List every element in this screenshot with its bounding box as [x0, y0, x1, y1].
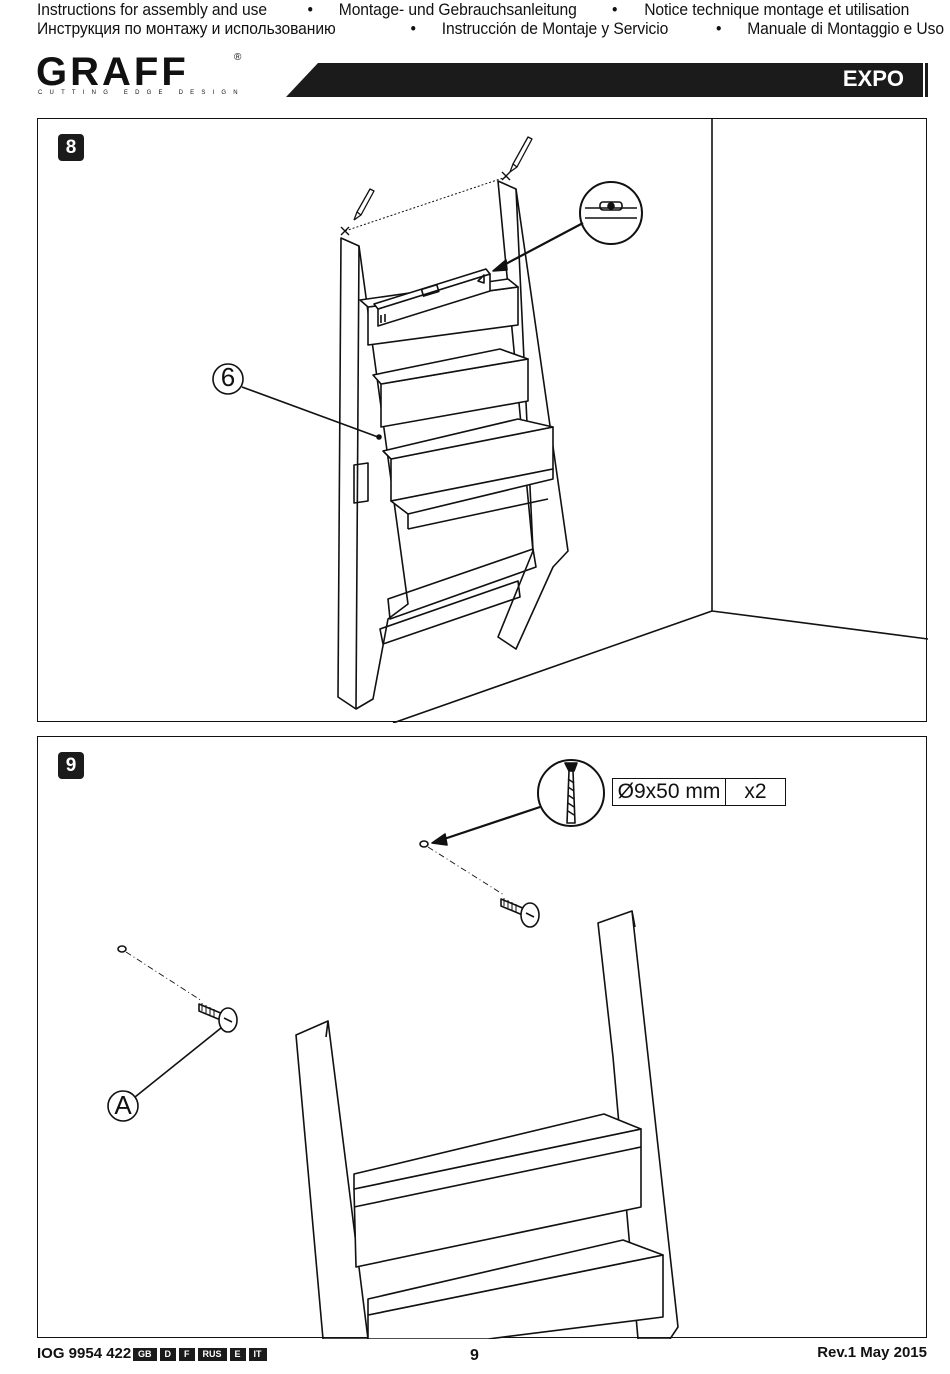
- part-callout-6: 6: [220, 362, 236, 392]
- document-code: IOG 9954 422: [37, 1345, 132, 1362]
- step-number-badge: 9: [58, 752, 84, 779]
- step-9-illustration: [107, 759, 679, 1339]
- logo-tagline: CUTTING EDGE DESIGN: [38, 90, 245, 96]
- step-number-badge: 8: [58, 134, 84, 161]
- logo-wordmark: GRAFF: [36, 50, 189, 94]
- step-9-panel: 9 Ø9x50 mm x2 A: [37, 736, 927, 1339]
- language-badges: GB D F RUS E IT: [133, 1348, 267, 1361]
- language-badge: GB: [133, 1348, 157, 1361]
- step-8-panel: 8 6: [37, 118, 928, 723]
- revision-label: Rev.1 May 2015: [817, 1344, 927, 1361]
- drill-spec-table: Ø9x50 mm x2: [612, 778, 786, 806]
- language-badge: E: [229, 1348, 246, 1361]
- graff-logo: GRAFF ® CUTTING EDGE DESIGN: [36, 52, 251, 100]
- language-badge: RUS: [197, 1348, 227, 1361]
- language-badge: F: [179, 1348, 195, 1361]
- page-number: 9: [470, 1347, 479, 1364]
- drill-quantity: x2: [744, 780, 767, 803]
- product-name: EXPO: [842, 66, 904, 91]
- language-badge: D: [159, 1348, 176, 1361]
- drill-size: Ø9x50 mm: [613, 779, 726, 805]
- registered-mark: ®: [234, 52, 242, 63]
- part-callout-a: A: [114, 1090, 132, 1120]
- step-8-illustration: [212, 119, 928, 723]
- language-badge: IT: [248, 1348, 267, 1361]
